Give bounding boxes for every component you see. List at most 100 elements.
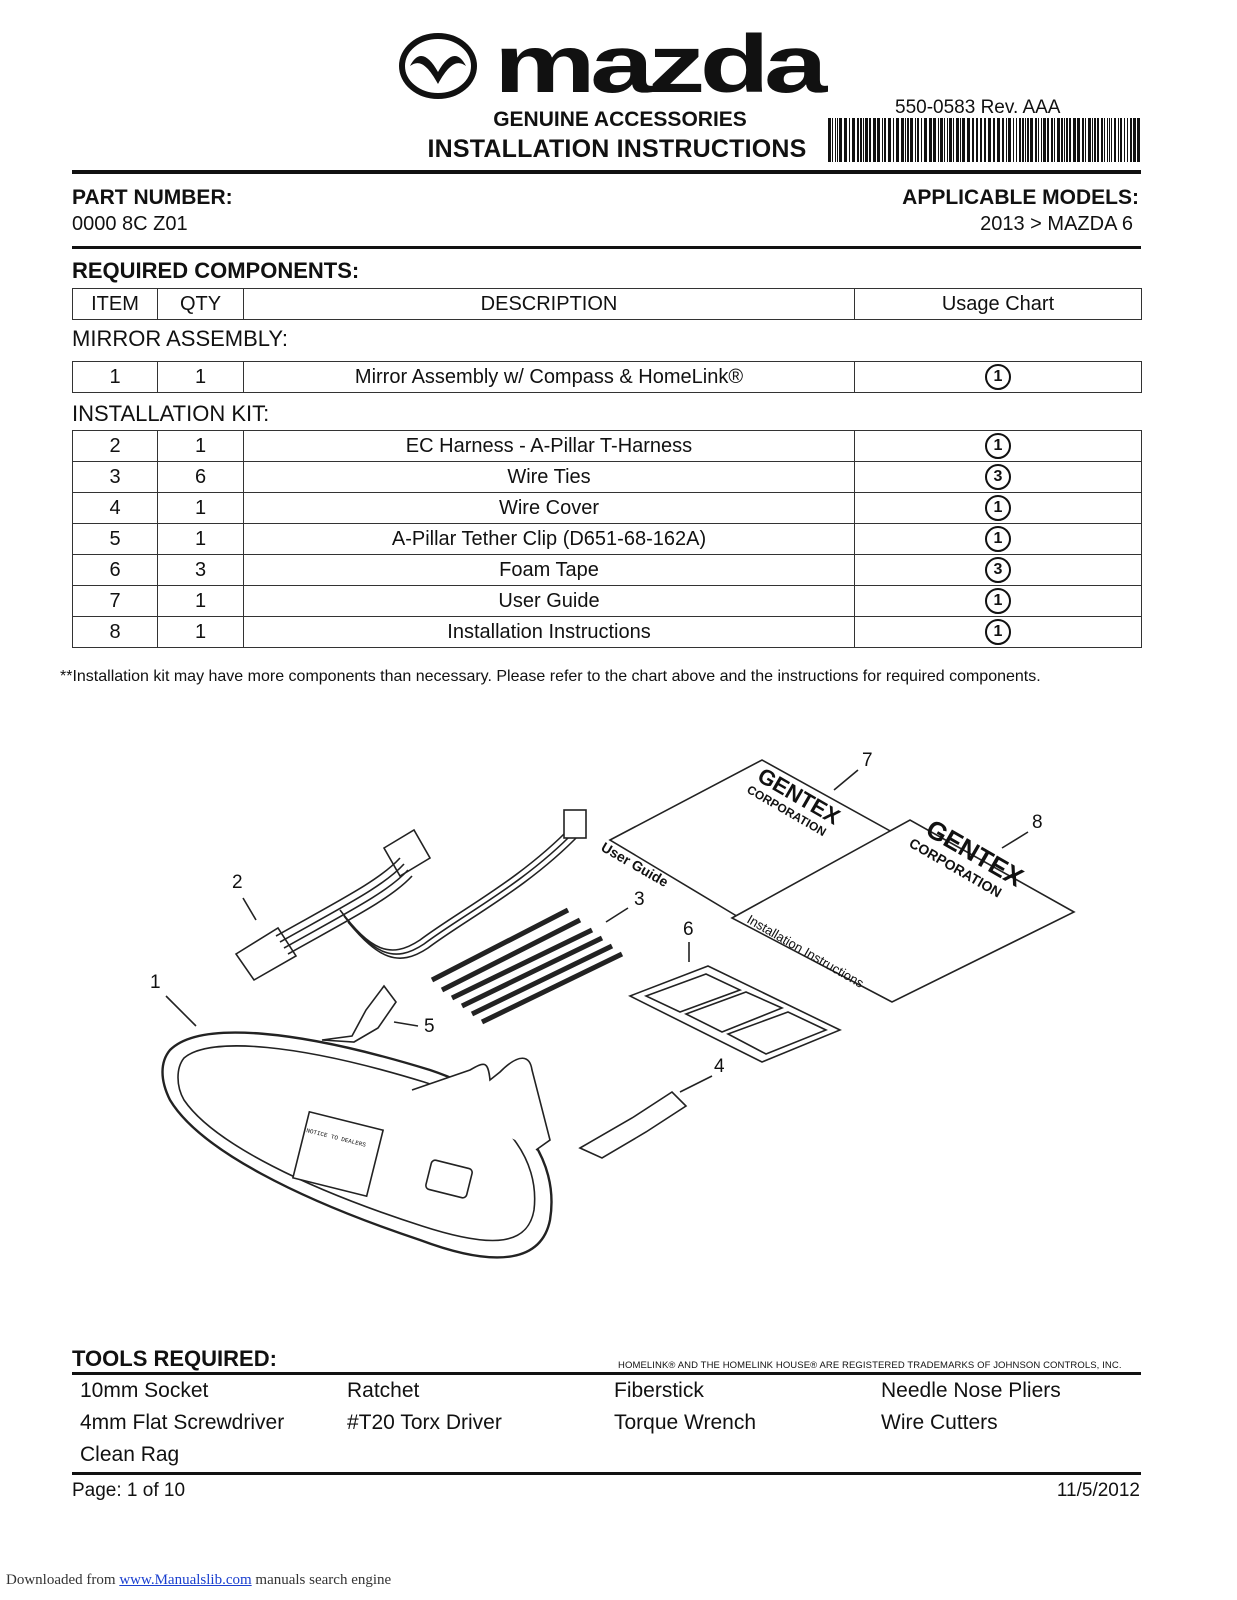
trademark-note: HOMELINK® AND THE HOMELINK HOUSE® ARE RE… [618, 1360, 1122, 1371]
header-usage-chart: Usage Chart [854, 288, 1142, 320]
table-row: 1 1 Mirror Assembly w/ Compass & HomeLin… [72, 361, 1142, 393]
table-row: 4 1 Wire Cover 1 [72, 492, 1142, 524]
part-number-value: 0000 8C Z01 [72, 213, 188, 235]
barcode-bar [980, 118, 982, 162]
installation-kit-section: INSTALLATION KIT: [72, 401, 270, 426]
parts-illustration: 1 2 3 4 5 6 7 8 GENTEX CORPORATION User … [150, 750, 1076, 1259]
barcode-bar [1097, 118, 1099, 162]
barcode-bar [940, 118, 943, 162]
barcode-bar [873, 118, 876, 162]
usage-badge: 1 [985, 433, 1011, 459]
description-cell: Foam Tape [243, 554, 855, 586]
header-item: ITEM [72, 288, 158, 320]
header-rule [72, 170, 1141, 174]
barcode-bar [1104, 118, 1105, 162]
barcode-bar [1013, 118, 1014, 162]
table-row: 2 1 EC Harness - A-Pillar T-Harness 1 [72, 430, 1142, 462]
item-cell: 8 [72, 616, 158, 648]
part-number-label: PART NUMBER: [72, 186, 233, 209]
barcode-bar [917, 118, 919, 162]
tool-item: Ratchet [347, 1379, 420, 1402]
barcode-bar [1111, 118, 1112, 162]
description-cell: EC Harness - A-Pillar T-Harness [243, 430, 855, 462]
header-qty: QTY [157, 288, 244, 320]
barcode-bar [1109, 118, 1110, 162]
qty-cell: 6 [157, 461, 244, 493]
item-cell: 7 [72, 585, 158, 617]
barcode-bar [1057, 118, 1060, 162]
barcode-bar [882, 118, 883, 162]
section-rule [72, 246, 1141, 249]
usage-cell: 1 [854, 616, 1142, 648]
table-row: 6 3 Foam Tape 3 [72, 554, 1142, 586]
barcode-bar [832, 118, 833, 162]
barcode [828, 118, 1140, 162]
barcode-bar [1137, 118, 1140, 162]
barcode-bar [1008, 118, 1011, 162]
barcode-bar [1061, 118, 1063, 162]
footer-rule [72, 1472, 1141, 1475]
required-components-title: REQUIRED COMPONENTS: [72, 258, 360, 283]
barcode-bar [1130, 118, 1132, 162]
barcode-bar [905, 118, 906, 162]
usage-badge: 1 [985, 364, 1011, 390]
barcode-bar [1085, 118, 1086, 162]
wire-cover [578, 1090, 688, 1159]
genuine-accessories-heading: GENUINE ACCESSORIES [493, 108, 747, 131]
tools-required-title: TOOLS REQUIRED: [72, 1346, 277, 1371]
callout-5: 5 [424, 1016, 435, 1037]
callout-1: 1 [150, 972, 161, 993]
description-cell: User Guide [243, 585, 855, 617]
barcode-bar [863, 118, 864, 162]
applicable-models-label: APPLICABLE MODELS: [902, 186, 1139, 209]
qty-cell: 1 [157, 585, 244, 617]
barcode-bar [907, 118, 909, 162]
barcode-bar [976, 118, 978, 162]
barcode-bar [1127, 118, 1128, 162]
item-cell: 1 [72, 361, 158, 393]
item-cell: 3 [72, 461, 158, 493]
components-header-table: ITEM QTY DESCRIPTION Usage Chart [72, 288, 1142, 320]
usage-cell: 1 [854, 492, 1142, 524]
barcode-bar [844, 118, 847, 162]
download-banner: Downloaded from www.Manualslib.com manua… [6, 1572, 391, 1589]
barcode-bar [1041, 118, 1042, 162]
barcode-bar [839, 118, 842, 162]
table-row: 3 6 Wire Ties 3 [72, 461, 1142, 493]
installation-instructions-heading: INSTALLATION INSTRUCTIONS [427, 135, 807, 163]
mazda-logo: mazda [399, 32, 828, 100]
callout-7: 7 [862, 750, 873, 771]
manualslib-link[interactable]: www.Manualslib.com [119, 1572, 252, 1588]
table-row: 8 1 Installation Instructions 1 [72, 616, 1142, 648]
barcode-bar [933, 118, 936, 162]
barcode-bar [869, 118, 871, 162]
usage-cell: 1 [854, 585, 1142, 617]
description-cell: A-Pillar Tether Clip (D651-68-162A) [243, 523, 855, 555]
barcode-bar [915, 118, 916, 162]
barcode-bar [849, 118, 850, 162]
barcode-bar [1047, 118, 1049, 162]
barcode-bar [1006, 118, 1007, 162]
barcode-bar [1027, 118, 1029, 162]
qty-cell: 1 [157, 616, 244, 648]
usage-cell: 1 [854, 361, 1142, 393]
description-cell: Wire Cover [243, 492, 855, 524]
description-cell: Mirror Assembly w/ Compass & HomeLink® [243, 361, 855, 393]
callout-6: 6 [683, 919, 694, 940]
barcode-bar [1082, 118, 1084, 162]
barcode-bar [984, 118, 986, 162]
usage-badge: 3 [985, 557, 1011, 583]
barcode-bar [988, 118, 991, 162]
tool-item: Wire Cutters [881, 1411, 998, 1434]
barcode-bar [1066, 118, 1068, 162]
page-number: Page: 1 of 10 [72, 1480, 186, 1501]
barcode-bar [1114, 118, 1116, 162]
barcode-bar [1092, 118, 1093, 162]
barcode-bar [1120, 118, 1122, 162]
barcode-bar [1025, 118, 1026, 162]
document-date: 11/5/2012 [1056, 1480, 1140, 1501]
barcode-bar [852, 118, 855, 162]
foam-tape [628, 965, 842, 1063]
barcode-bar [1038, 118, 1039, 162]
barcode-bar [962, 118, 965, 162]
